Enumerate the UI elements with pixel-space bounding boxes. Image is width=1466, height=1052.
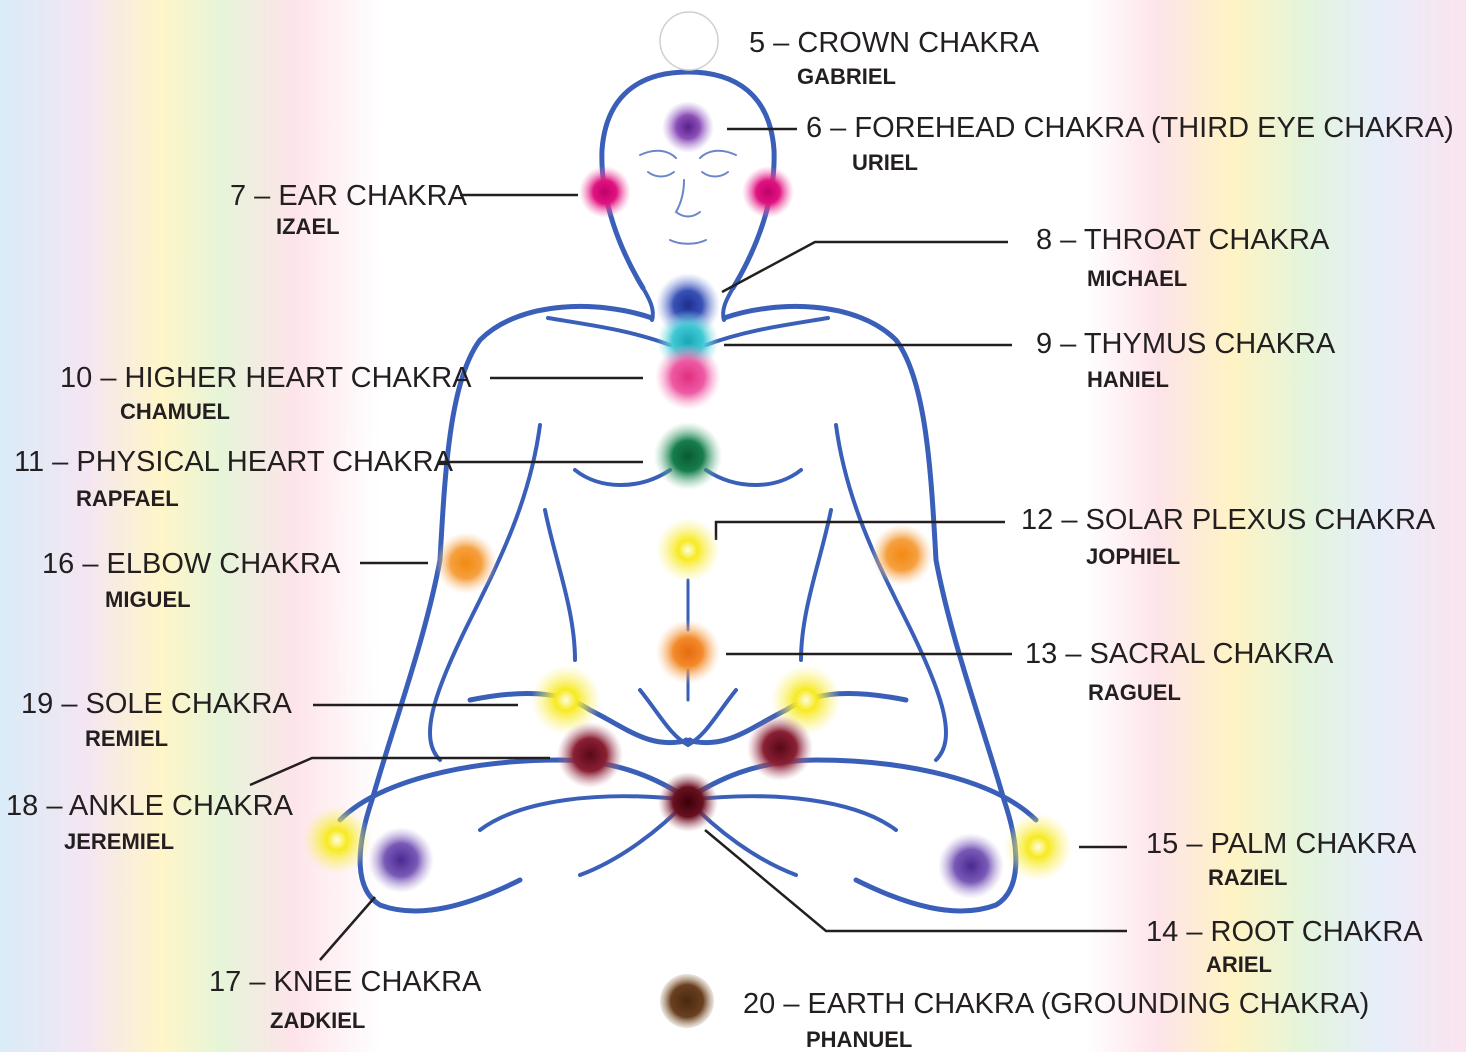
ankle-chakra-orb-right bbox=[747, 715, 813, 781]
face-details bbox=[640, 151, 736, 244]
ear-chakra-title: 7 – EAR CHAKRA bbox=[230, 182, 467, 211]
elbow-chakra-orb-right bbox=[871, 524, 933, 586]
forehead-chakra-angel: URIEL bbox=[852, 152, 918, 174]
torso-right bbox=[801, 510, 831, 660]
crown-chakra-title: 5 – CROWN CHAKRA bbox=[749, 29, 1039, 58]
palm-chakra-angel: RAZIEL bbox=[1208, 867, 1287, 889]
heart-chakra-angel: RAPFAEL bbox=[76, 488, 179, 510]
knee-chakra-title: 17 – KNEE CHAKRA bbox=[209, 968, 481, 997]
sole-chakra-angel: REMIEL bbox=[85, 728, 168, 750]
ear-chakra-orb-left bbox=[579, 166, 631, 218]
collarbone-right bbox=[706, 318, 828, 345]
knee-chakra-angel: ZADKIEL bbox=[270, 1010, 365, 1032]
crown-chakra-angel: GABRIEL bbox=[797, 66, 896, 88]
collarbone-left bbox=[548, 318, 670, 345]
thymus-chakra-angel: HANIEL bbox=[1087, 369, 1169, 391]
root-chakra-angel: ARIEL bbox=[1206, 954, 1272, 976]
sole-chakra-title: 19 – SOLE CHAKRA bbox=[21, 690, 292, 719]
root-chakra-title: 14 – ROOT CHAKRA bbox=[1146, 918, 1423, 947]
ankle-chakra-angel: JEREMIEL bbox=[64, 831, 174, 853]
right-arm-outline bbox=[724, 306, 1016, 911]
ear-chakra-angel: IZAEL bbox=[276, 216, 340, 238]
solar-plexus-chakra-angel: JOPHIEL bbox=[1086, 546, 1180, 568]
mouth bbox=[670, 240, 706, 244]
higher-heart-chakra-orb bbox=[655, 344, 721, 410]
earth-chakra-orb bbox=[660, 974, 714, 1028]
throat-chakra-title: 8 – THROAT CHAKRA bbox=[1036, 226, 1329, 255]
palm-chakra-orb-right bbox=[1004, 813, 1072, 881]
throat-chakra-angel: MICHAEL bbox=[1087, 268, 1187, 290]
ankle-chakra-title: 18 – ANKLE CHAKRA bbox=[6, 792, 293, 821]
higher-heart-chakra-title: 10 – HIGHER HEART CHAKRA bbox=[60, 364, 472, 393]
ear-chakra-orb-right bbox=[742, 166, 794, 218]
heart-chakra-orb bbox=[654, 422, 722, 490]
ankle-chakra-orb-left bbox=[557, 722, 623, 788]
crown-chakra-orb bbox=[660, 12, 718, 70]
lap-right bbox=[688, 796, 896, 875]
earth-chakra-angel: PHANUEL bbox=[806, 1029, 912, 1051]
sacral-chakra-angel: RAGUEL bbox=[1088, 682, 1181, 704]
palm-chakra-title: 15 – PALM CHAKRA bbox=[1146, 830, 1416, 859]
lap-left bbox=[480, 796, 688, 875]
left-brow bbox=[640, 151, 676, 158]
leader-throat bbox=[722, 242, 1008, 292]
solar-plexus-chakra-title: 12 – SOLAR PLEXUS CHAKRA bbox=[1021, 506, 1435, 535]
sacral-chakra-title: 13 – SACRAL CHAKRA bbox=[1025, 640, 1333, 669]
sacral-chakra-orb bbox=[656, 620, 720, 684]
right-brow bbox=[700, 151, 736, 158]
chakra-orbs bbox=[303, 12, 1072, 1028]
left-eye bbox=[648, 172, 674, 177]
earth-chakra-title: 20 – EARTH CHAKRA (GROUNDING CHAKRA) bbox=[743, 990, 1369, 1019]
elbow-chakra-orb-left bbox=[435, 532, 497, 594]
chest-right bbox=[706, 470, 801, 485]
root-chakra-orb bbox=[658, 772, 718, 832]
thymus-chakra-title: 9 – THYMUS CHAKRA bbox=[1036, 330, 1335, 359]
torso-left bbox=[545, 510, 575, 660]
chest-left bbox=[575, 470, 670, 485]
leader-knee bbox=[320, 897, 375, 960]
right-eye bbox=[702, 172, 728, 177]
knee-chakra-orb-left bbox=[368, 827, 434, 893]
left-arm-outline bbox=[360, 306, 652, 911]
forehead-chakra-title: 6 – FOREHEAD CHAKRA (THIRD EYE CHAKRA) bbox=[806, 114, 1454, 143]
higher-heart-chakra-angel: CHAMUEL bbox=[120, 401, 230, 423]
elbow-chakra-angel: MIGUEL bbox=[105, 589, 191, 611]
heart-chakra-title: 11 – PHYSICAL HEART CHAKRA bbox=[14, 448, 453, 477]
nose bbox=[676, 180, 700, 217]
knee-chakra-orb-right bbox=[938, 833, 1004, 899]
elbow-chakra-title: 16 – ELBOW CHAKRA bbox=[42, 550, 340, 579]
forehead-chakra-orb bbox=[662, 101, 714, 153]
solar-plexus-chakra-orb bbox=[656, 518, 720, 582]
palm-chakra-orb-left bbox=[303, 806, 371, 874]
